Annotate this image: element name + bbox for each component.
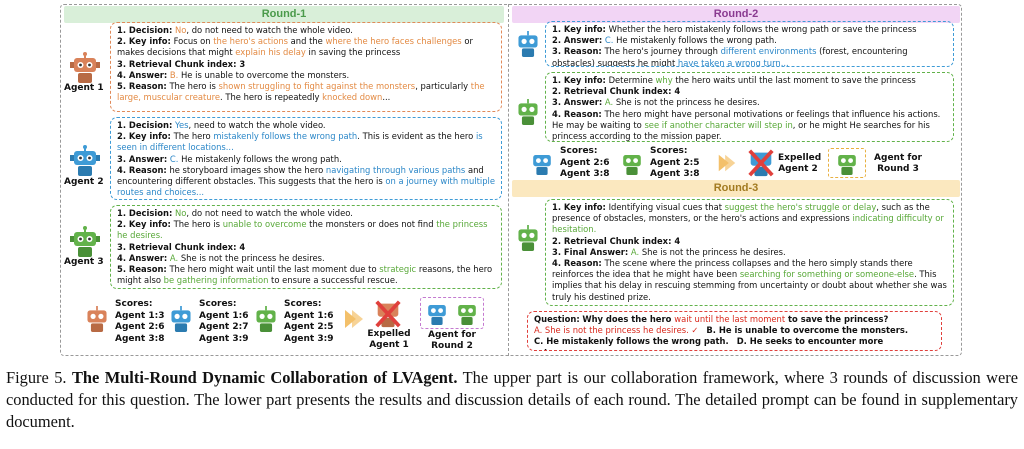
r2-agent-2-response-box: 1. Key info: Whether the hero mistakenly… [545, 21, 954, 67]
expelled-agent-2-icon [748, 149, 774, 177]
expelled-agent-1-icon [375, 300, 401, 328]
round-2-agent-3-icon [458, 305, 476, 325]
arrow-icon [718, 154, 736, 172]
agent-2-robot-icon [70, 145, 100, 176]
r2-agent-2-robot-icon [518, 31, 538, 57]
caption-number: Figure 5. [6, 368, 67, 387]
agent-for-round-2-box [420, 297, 484, 329]
r2-agent-3-response-box: 1. Key info: Determine why the hero wait… [545, 72, 954, 142]
caption-title: The Multi-Round Dynamic Collaboration of… [71, 368, 458, 387]
agent-for-round-2-label: Agent for Round 2 [428, 330, 476, 351]
r3-agent-3-robot-icon [518, 225, 538, 251]
agent-1-response-box: 1. Decision: No, do not need to watch th… [110, 22, 502, 112]
agent-for-round-3-box [828, 148, 866, 178]
agent-2-response-box: 1. Decision: Yes, need to watch the whol… [110, 117, 502, 200]
round-1-title: Round-1 [64, 6, 504, 23]
figure-divider [508, 4, 509, 356]
expelled-agent-2-label: Expelled Agent 2 [778, 153, 822, 174]
round-2-agent-2-icon [428, 305, 446, 325]
agent-1-robot-icon [70, 52, 100, 83]
score-robot-1-icon [87, 306, 107, 332]
agent-1-label: Agent 1 [64, 83, 104, 93]
agent-3-response-box: 1. Decision: No, do not need to watch th… [110, 205, 502, 289]
expelled-agent-1-label: Expelled Agent 1 [367, 329, 411, 350]
r2-score-robot-3-icon [623, 155, 641, 175]
round-3-title: Round-3 [512, 180, 960, 197]
arrow-icon [345, 310, 363, 328]
agent-2-label: Agent 2 [64, 177, 104, 187]
r3-agent-3-response-box: 1. Key info: Identifying visual cues tha… [545, 199, 954, 306]
caption-body: The upper part is our collaboration fram… [6, 368, 1018, 431]
figure-frame [60, 4, 962, 356]
r2-agent-3-robot-icon [518, 98, 538, 125]
agent-3-label: Agent 3 [64, 257, 104, 267]
score-robot-3-icon [256, 306, 276, 332]
agent-for-round-3-label: Agent for Round 3 [874, 153, 922, 174]
figure-caption: Figure 5. The Multi-Round Dynamic Collab… [6, 367, 1018, 433]
r2-score-robot-2-icon [533, 155, 551, 175]
question-box: Question: Why does the hero wait until t… [527, 311, 942, 351]
round-2-title: Round-2 [512, 6, 960, 23]
agent-3-robot-icon [70, 226, 100, 257]
round-3-agent-3-icon [838, 155, 856, 175]
score-robot-2-icon [171, 306, 191, 332]
